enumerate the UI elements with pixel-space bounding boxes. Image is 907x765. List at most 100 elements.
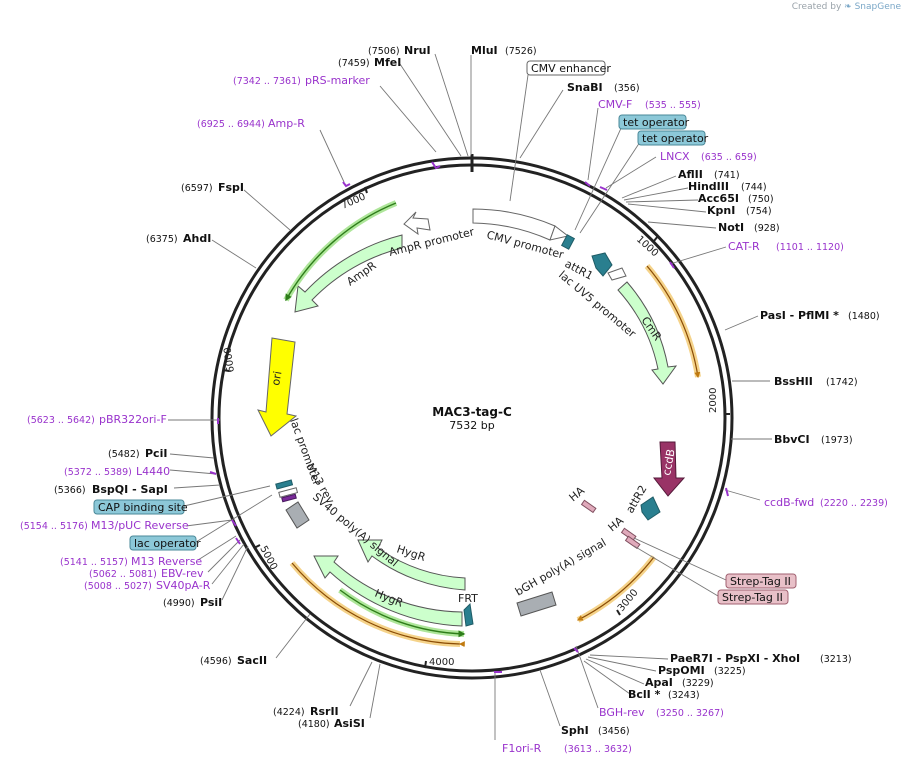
feature-tet-operators[interactable]	[560, 234, 576, 250]
enzyme-aflii[interactable]: AflII (741)	[678, 168, 740, 181]
enzyme-ahdi[interactable]: (6375) AhdI	[146, 232, 211, 245]
enzyme-bcli-pos: (3243)	[668, 690, 700, 701]
box-tet-operator-1[interactable]: tet operator	[618, 114, 690, 130]
primer-ccdb-fwd[interactable]: ccdB-fwd (2220 .. 2239)	[764, 496, 888, 509]
primer-m13-reverse-range: (5141 .. 5157)	[60, 557, 128, 568]
box-cmv-enhancer-rect	[526, 60, 606, 76]
feature-sv40-polya[interactable]	[285, 501, 310, 529]
leader-sv40pa-r	[211, 543, 245, 585]
enzyme-mfei[interactable]: (7459) MfeI	[338, 56, 401, 69]
box-cap-binding-site[interactable]: CAP binding site	[93, 499, 188, 515]
feature-hygr-outer[interactable]	[313, 555, 463, 627]
leader-tet-2	[579, 141, 641, 234]
primer-l4440[interactable]: (5372 .. 5389) L4440	[64, 465, 170, 478]
feature-attR1[interactable]	[591, 252, 613, 277]
enzyme-xhoi[interactable]: PaeR7I - PspXI - XhoI (3213)	[670, 652, 852, 665]
feature-ccdB[interactable]	[652, 441, 686, 497]
box-lac-operator[interactable]: lac operator	[129, 535, 201, 551]
enzyme-snabi[interactable]: SnaBI (356)	[567, 81, 640, 94]
leader-asisi	[369, 663, 381, 719]
primer-sv40pa-r[interactable]: (5008 .. 5027) SV40pA-R	[84, 579, 211, 592]
enzyme-sphi[interactable]: SphI (3456)	[561, 724, 630, 737]
feature-frt[interactable]	[463, 602, 474, 627]
enzyme-nrui[interactable]: (7506) NruI	[368, 44, 431, 57]
enzyme-hindiii[interactable]: HindIII (744)	[688, 180, 767, 193]
tick-2000: 2000	[708, 388, 730, 415]
primer-bgh-rev[interactable]: BGH-rev (3250 .. 3267)	[599, 706, 724, 719]
primer-prs-marker[interactable]: (7342 .. 7361) pRS-marker	[233, 74, 370, 87]
enzyme-sphi-pos: (3456)	[598, 726, 630, 737]
box-cmv-enhancer[interactable]: CMV enhancer	[526, 60, 611, 76]
enzyme-rsrii[interactable]: (4224) RsrII	[273, 705, 339, 718]
enzyme-noti[interactable]: NotI (928)	[718, 221, 780, 234]
enzyme-pasi-pflmi[interactable]: PasI - PflMI * (1480)	[760, 309, 880, 322]
enzyme-apai[interactable]: ApaI (3229)	[645, 676, 714, 689]
enzyme-labels: MluI (7526) (7506) NruI (7459) MfeI SnaB…	[54, 44, 880, 737]
tick-mark-7000	[364, 186, 368, 194]
feature-m13-rev[interactable]	[281, 493, 297, 503]
enzyme-pcii[interactable]: (5482) PciI	[108, 447, 167, 460]
primer-mark-ccdb	[725, 487, 729, 497]
primer-ebv-rev[interactable]: (5062 .. 5081) EBV-rev	[89, 567, 204, 580]
primer-mark-m13	[231, 519, 237, 527]
primer-lncx[interactable]: LNCX (635 .. 659)	[660, 150, 757, 163]
enzyme-hindiii-name: HindIII	[688, 180, 729, 193]
enzyme-mlui[interactable]: MluI (7526)	[471, 44, 537, 57]
primer-cmv-f[interactable]: CMV-F (535 .. 555)	[598, 98, 701, 111]
feature-bgh-polya[interactable]	[516, 591, 557, 617]
feature-hygr-inner[interactable]	[357, 539, 466, 591]
feature-ampr[interactable]	[294, 234, 403, 313]
box-strep-tag-2[interactable]: Strep-Tag II	[717, 589, 789, 605]
enzyme-bcli[interactable]: BclI * (3243)	[628, 688, 700, 701]
enzyme-fspi-pos: (6597)	[181, 183, 213, 194]
feature-attR2[interactable]	[640, 496, 661, 521]
enzyme-bbvci-name: BbvCI	[774, 433, 810, 446]
enzyme-bbvci[interactable]: BbvCI (1973)	[774, 433, 853, 446]
primer-amp-r[interactable]: (6925 .. 6944) Amp-R	[197, 117, 305, 130]
enzyme-kpni[interactable]: KpnI (754)	[707, 204, 772, 217]
feature-ori[interactable]	[257, 337, 298, 437]
feature-green-arc-1-line	[285, 202, 397, 302]
leader-cat-r	[669, 246, 727, 265]
leader-pcii	[169, 453, 215, 459]
primer-mark-sv40	[235, 537, 241, 545]
feature-ampr-promoter[interactable]	[403, 211, 431, 236]
enzyme-sphi-name: SphI	[561, 724, 589, 737]
primer-f1ori-r[interactable]: F1ori-R (3613 .. 3632)	[502, 742, 632, 755]
label-lac-uv5-promoter: lac UV5 promoter	[556, 268, 639, 340]
primer-amp-r-name: Amp-R	[268, 117, 305, 130]
box-strep-tag-1[interactable]: Strep-Tag II	[725, 573, 797, 589]
leader-ebv-rev	[207, 539, 241, 573]
leader-fspi	[243, 189, 291, 231]
enzyme-bspqi-sapi[interactable]: (5366) BspQI - SapI	[54, 483, 168, 496]
tick-label-2000: 2000	[708, 388, 719, 413]
feature-cmv-promoter-head	[549, 225, 570, 241]
enzyme-fspi[interactable]: (6597) FspI	[181, 181, 244, 194]
primer-cat-r-range: (1101 .. 1120)	[776, 242, 844, 253]
leader-hindiii	[623, 187, 689, 201]
primer-cat-r[interactable]: CAT-R (1101 .. 1120)	[728, 240, 844, 253]
feature-ha-1[interactable]	[580, 499, 597, 514]
box-tet-operator-2[interactable]: tet operator	[637, 130, 709, 146]
label-frt: FRT	[458, 592, 478, 605]
primer-pbr322ori-f[interactable]: (5623 .. 5642) pBR322ori-F	[27, 413, 167, 426]
feature-ha-3[interactable]	[624, 535, 641, 550]
enzyme-asisi[interactable]: (4180) AsiSI	[298, 717, 365, 730]
primer-ebv-rev-name: EBV-rev	[161, 567, 204, 580]
primer-m13-puc-reverse[interactable]: (5154 .. 5176) M13/pUC Reverse	[20, 519, 189, 532]
feature-cap-binding[interactable]	[275, 479, 294, 490]
primer-m13-reverse[interactable]: (5141 .. 5157) M13 Reverse	[60, 555, 202, 568]
enzyme-sacii[interactable]: (4596) SacII	[200, 654, 267, 667]
enzyme-acc65i[interactable]: Acc65I (750)	[698, 192, 774, 205]
enzyme-psii[interactable]: (4990) PsiI	[163, 596, 222, 609]
box-tet-operator-2-rect	[637, 130, 706, 146]
enzyme-bsshii[interactable]: BssHII (1742)	[774, 375, 858, 388]
box-cap-binding-site-rect	[93, 499, 185, 515]
feature-cmr[interactable]	[617, 281, 678, 385]
enzyme-pspomi[interactable]: PspOMI (3225)	[658, 664, 746, 677]
feature-lac-operator[interactable]	[278, 487, 299, 498]
label-bgh-polya: bGH poly(A) signal	[513, 536, 608, 599]
primer-mark-cmv-f	[584, 181, 591, 187]
credit-brand: SnapGene	[854, 2, 901, 12]
feature-lac-uv5-promoter[interactable]	[607, 267, 627, 281]
